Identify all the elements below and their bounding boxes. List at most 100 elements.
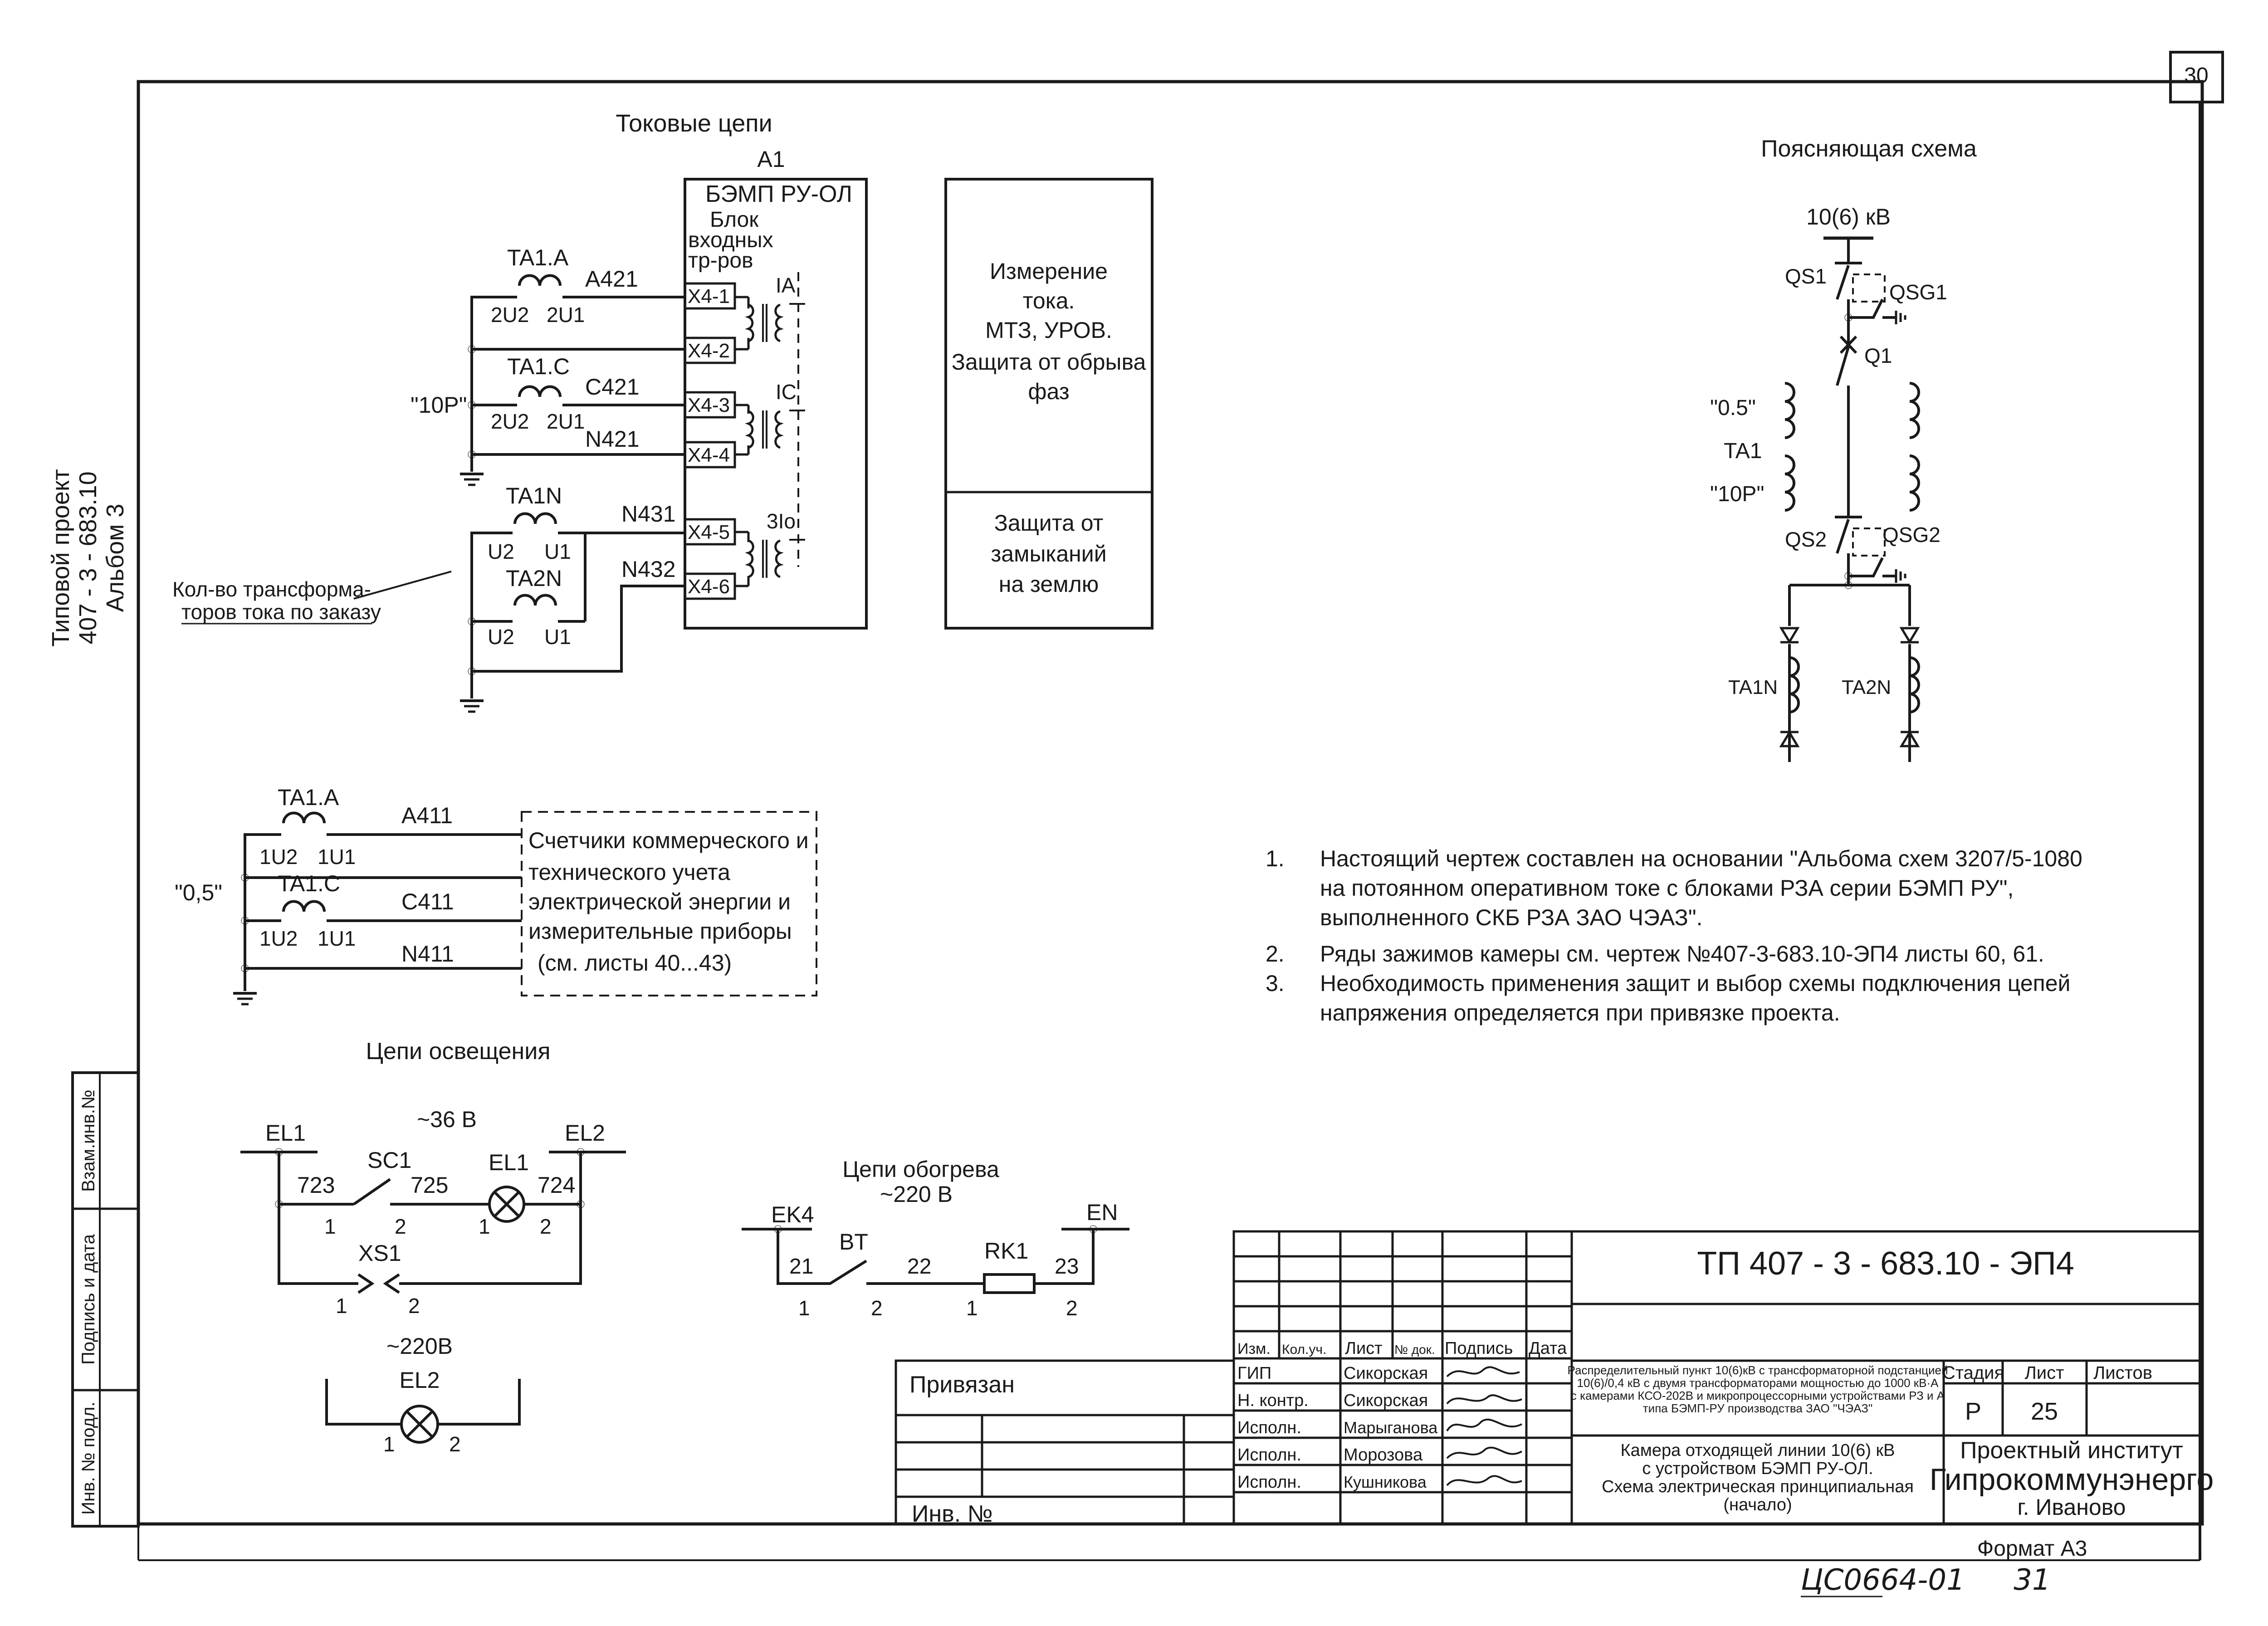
ta1a-t2: 2U1: [547, 303, 585, 327]
terminal-x4-6: X4-6: [688, 576, 730, 598]
el1-pin-2: 2: [540, 1215, 552, 1238]
ct-ta1a: [519, 276, 560, 286]
sheets-label: Листов: [2093, 1363, 2152, 1383]
lighting-circuits: Цепи освещения ~36 В EL1 EL2 SC1 EL1 723…: [240, 1038, 626, 1456]
metering-ta1c-t1: 1U2: [259, 927, 298, 950]
diode-ta2n-top: [1901, 628, 1919, 642]
privyazan-label: Привязан: [909, 1372, 1015, 1398]
note-3-num: 3.: [1266, 971, 1285, 996]
wire-n411: N411: [401, 941, 454, 967]
heating-wire-23: 23: [1055, 1255, 1079, 1279]
function-upper-4: Защита от обрыва: [952, 349, 1146, 375]
object-desc-3: с камерами КСО-202В и микропроцессорными…: [1571, 1389, 1945, 1402]
coil-3io-label: 3Io: [767, 509, 796, 533]
lighting-el1-left: EL1: [265, 1120, 306, 1146]
name-isp-1: Марыганова: [1344, 1418, 1438, 1437]
hdr-kol: Кол.уч.: [1282, 1342, 1326, 1357]
wire-a411: A411: [401, 803, 453, 828]
wire-a421: A421: [585, 266, 638, 292]
explanatory-title: Поясняющая схема: [1761, 136, 1977, 162]
side-title-project: Типовой проект: [47, 469, 74, 647]
terminal-x4-2: X4-2: [688, 340, 730, 362]
metering-box-5: (см. листы 40...43): [538, 950, 732, 976]
rk1-pin-2: 2: [1066, 1296, 1078, 1320]
coil-ic: [748, 410, 780, 449]
heating-voltage: ~220 В: [880, 1182, 953, 1207]
class-10p-explan: "10P": [1710, 482, 1764, 506]
note-1-line-3: выполненного СКБ РЗА ЗАО ЧЭАЗ".: [1320, 905, 1703, 930]
class-05-metering: "0,5": [175, 880, 222, 905]
hdr-sign: Подпись: [1445, 1339, 1513, 1358]
count-note-1: Кол-во трансформа-: [172, 577, 371, 601]
ct-explan-left-1: [1785, 383, 1794, 438]
sc1-pin-2: 2: [395, 1215, 406, 1238]
function-lower-1: Защита от: [994, 510, 1104, 536]
lighting-sc1: SC1: [367, 1147, 411, 1173]
el2-pin-1: 1: [383, 1432, 395, 1456]
wire-724: 724: [538, 1172, 575, 1198]
ta1n-label: TA1N: [506, 483, 562, 508]
heating-rk1: RK1: [984, 1238, 1028, 1264]
object-desc-4: типа БЭМП-РУ производства ЗАО "ЧЭАЗ": [1643, 1401, 1872, 1415]
terminal-strip: [684, 282, 736, 600]
heating-wire-21: 21: [789, 1255, 813, 1279]
voltage-10kv: 10(6) кВ: [1806, 204, 1891, 229]
ta1c-t2: 2U1: [547, 410, 585, 433]
bt-pin-1: 1: [798, 1296, 810, 1320]
qs2-label: QS2: [1785, 527, 1827, 551]
handwritten-code: ЦС0664-01: [1801, 1563, 1965, 1597]
lamp-el2: [400, 1405, 439, 1444]
rk1-pin-1: 1: [966, 1296, 978, 1320]
terminal-x4-1: X4-1: [688, 285, 730, 308]
side-title-number: 407 - 3 - 683.10: [74, 471, 102, 644]
metering-ta1a-label: TA1.A: [278, 785, 339, 810]
class-05-explan: "0.5": [1710, 396, 1756, 420]
heating-circuits: Цепи обогрева ~220 В EK4 EN BT RK1 21 22…: [742, 1157, 1129, 1320]
terminal-x4-3: X4-3: [688, 394, 730, 416]
metering-box-4: измерительные приборы: [528, 918, 792, 944]
role-gip: ГИП: [1237, 1364, 1271, 1383]
left-strip: Взам.инв.№ Подпись и дата Инв. № подл.: [71, 1071, 140, 1528]
function-upper-3: МТЗ, УРОВ.: [985, 317, 1112, 343]
strip-vzam: Взам.инв.№: [78, 1089, 98, 1192]
side-title: Типовой проект 407 - 3 - 683.10 Альбом 3: [47, 469, 129, 647]
xs1-pin-2: 2: [408, 1294, 420, 1318]
org-line-2: Гипрокоммунэнерго: [1930, 1462, 2214, 1497]
heating-wire-22: 22: [907, 1255, 931, 1279]
lamp-el1: [488, 1186, 525, 1223]
ct-explan-left-2: [1785, 456, 1794, 510]
metering-circuits: TA1.A 1U2 1U1 A411 TA1.C 1U2 1U1 C411 N4…: [175, 785, 817, 1004]
el2-pin-2: 2: [449, 1432, 461, 1456]
ta1n-explan-label: TA1N: [1728, 676, 1778, 698]
ta2n-label: TA2N: [506, 566, 562, 591]
device-name: БЭМП РУ-ОЛ: [705, 181, 852, 207]
ta1c-t1: 2U2: [491, 410, 529, 433]
hdr-doc: № док.: [1394, 1343, 1435, 1357]
function-upper-5: фаз: [1028, 379, 1069, 404]
sc1-pin-1: 1: [324, 1215, 336, 1238]
coil-ia: [748, 304, 780, 342]
qsg2-label: QSG2: [1882, 523, 1941, 547]
lighting-36v: ~36 В: [417, 1107, 477, 1132]
current-circuits-title: Токовые цепи: [616, 110, 772, 137]
ct-ta1n: [515, 514, 556, 524]
wire-n431: N431: [621, 501, 676, 527]
terminal-x4-4: X4-4: [688, 444, 730, 466]
q1-label: Q1: [1864, 344, 1892, 367]
bt-pin-2: 2: [871, 1296, 883, 1320]
sheet-desc-4: (начало): [1723, 1495, 1792, 1514]
side-title-album: Альбом 3: [102, 504, 129, 612]
block-line-1: Блок: [710, 208, 759, 232]
ta2n-explan-label: TA2N: [1842, 676, 1891, 698]
wire-n421: N421: [585, 426, 640, 452]
note-2-num: 2.: [1266, 941, 1285, 967]
metering-box-2: технического учета: [528, 859, 730, 885]
object-desc-1: Распределительный пункт 10(6)кВ с трансф…: [1568, 1363, 1948, 1377]
org-line-1: Проектный институт: [1960, 1437, 2183, 1464]
wire-725: 725: [411, 1172, 448, 1198]
function-lower-2: замыканий: [991, 541, 1106, 566]
coil-ia-label: IA: [776, 273, 796, 297]
ct-ta2n: [515, 596, 556, 606]
hdr-izm: Изм.: [1237, 1340, 1271, 1357]
